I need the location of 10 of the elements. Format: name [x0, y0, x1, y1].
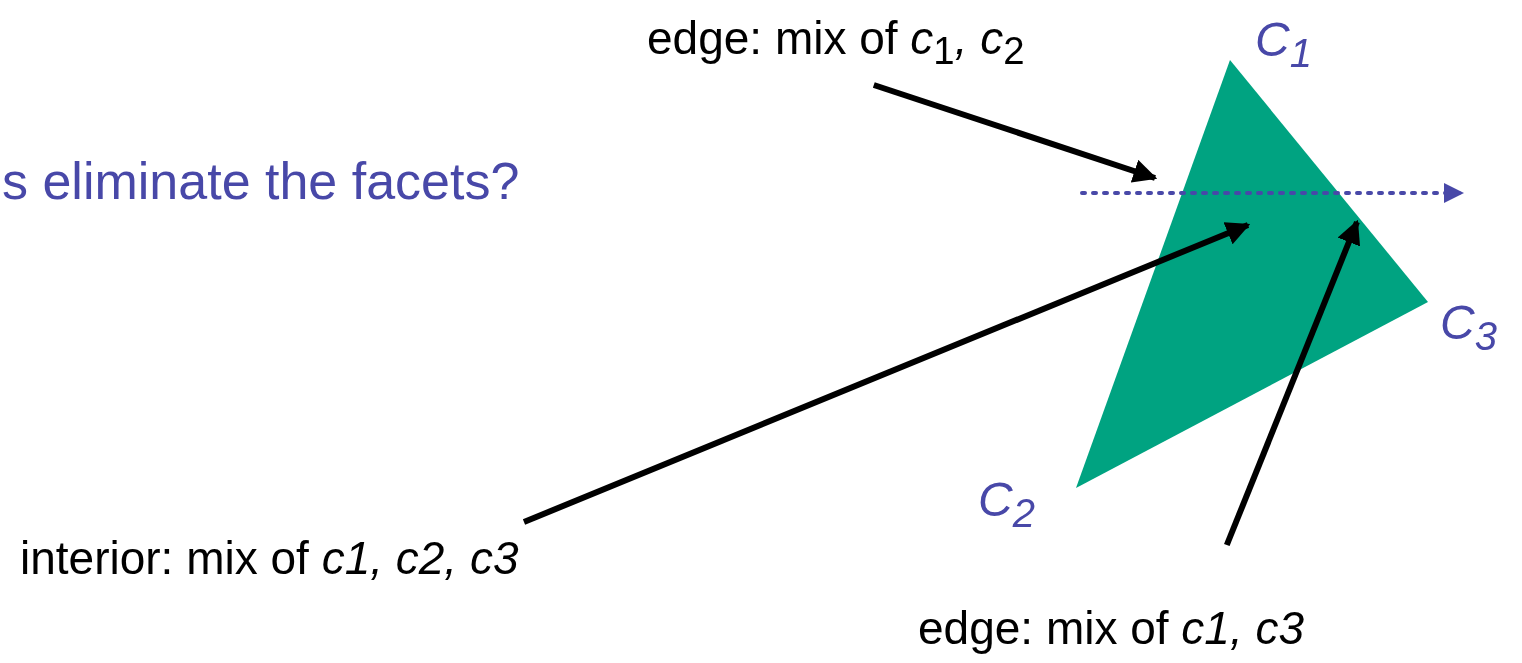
leader-line [872, 82, 1158, 183]
vertex-label: C$_{1}$ [1255, 12, 1312, 76]
leader-line [522, 222, 1251, 525]
leader-text: edge: mix of c1, c3 [918, 602, 1305, 655]
leader-text: edge: mix of c$_{1}$, c$_{2}$ [647, 12, 1025, 74]
leader-line [1224, 219, 1361, 547]
vertex-label: C$_{3}$ [1440, 295, 1497, 359]
slide-title: s eliminate the facets? [2, 152, 520, 212]
vertex-label: C$_{2}$ [978, 472, 1035, 536]
leader-text: interior: mix of c1, c2, c3 [20, 532, 519, 585]
